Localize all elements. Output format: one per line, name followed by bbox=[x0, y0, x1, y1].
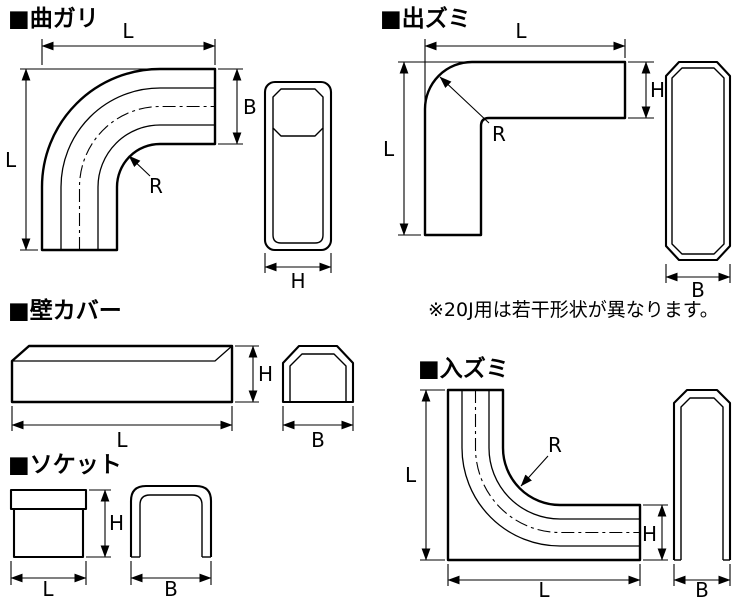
kabe-front-view bbox=[10, 344, 234, 404]
magari-section-view: H bbox=[263, 80, 333, 293]
socket-dim-label-width: B bbox=[164, 577, 178, 598]
magari-section-outer bbox=[263, 80, 333, 252]
socket-section-inner bbox=[139, 494, 203, 557]
kabe-dim-label-width: B bbox=[311, 428, 325, 452]
kabe-dim-length: L bbox=[11, 406, 233, 452]
kabe-dim-label-height: H bbox=[258, 362, 273, 386]
socket-section-view: B bbox=[129, 484, 213, 598]
magari-dim-length-left: L bbox=[5, 68, 152, 251]
dezumi-side-inner bbox=[671, 67, 725, 255]
magari-section-opening bbox=[272, 88, 324, 137]
dezumi-dim-label-radius: R bbox=[492, 122, 506, 146]
irizumi-front-view: R bbox=[446, 388, 642, 562]
section-title-socket: ■ソケット bbox=[8, 452, 122, 478]
magari-dim-label-width: B bbox=[243, 95, 257, 119]
section-magari: ■曲ガリ R L L B bbox=[5, 6, 333, 293]
section-title-irizumi: ■入ズミ bbox=[418, 355, 509, 382]
magari-radius-leader-line bbox=[128, 155, 151, 177]
irizumi-outline bbox=[446, 388, 642, 562]
irizumi-dim-label-width: B bbox=[695, 578, 709, 598]
shape-difference-note: ※20J用は若干形状が異なります。 bbox=[428, 299, 719, 321]
section-title-kabe-cover: ■壁カバー bbox=[8, 297, 122, 324]
irizumi-side-view: B bbox=[672, 388, 732, 598]
irizumi-dim-label-radius: R bbox=[548, 433, 562, 457]
irizumi-dim-length-left: L bbox=[405, 389, 445, 561]
irizumi-dim-label-length-left: L bbox=[405, 463, 417, 487]
kabe-outline bbox=[10, 344, 234, 404]
magari-groove-line-inner bbox=[97, 124, 215, 250]
dezumi-dim-label-length-top: L bbox=[515, 19, 527, 43]
irizumi-dim-length-bottom: L bbox=[447, 564, 641, 598]
kabe-dim-label-length: L bbox=[116, 428, 128, 452]
irizumi-radius-leader-line bbox=[520, 455, 549, 487]
socket-dim-length: L bbox=[10, 561, 87, 598]
magari-outline bbox=[40, 67, 217, 252]
magari-section-inner-walls bbox=[272, 128, 324, 244]
section-title-dezumi: ■出ズミ bbox=[380, 5, 471, 32]
kabe-dim-height: H bbox=[235, 345, 273, 403]
kabe-top-edge-line bbox=[12, 345, 233, 362]
magari-dim-label-radius: R bbox=[149, 174, 163, 198]
dezumi-radius-leader-line bbox=[439, 76, 490, 124]
irizumi-side-outer bbox=[672, 388, 732, 560]
irizumi-side-inner bbox=[680, 397, 724, 560]
socket-body bbox=[12, 507, 85, 559]
magari-dim-label-length-left: L bbox=[5, 148, 17, 172]
irizumi-groove-line-inner bbox=[488, 390, 640, 520]
section-irizumi: ■入ズミ R L L H bbox=[405, 355, 732, 598]
socket-collar bbox=[9, 488, 88, 511]
dezumi-dim-height: H bbox=[628, 61, 665, 119]
socket-dim-label-height: H bbox=[109, 511, 124, 535]
kabe-section-outer bbox=[281, 344, 355, 404]
dezumi-dim-label-length-left: L bbox=[383, 137, 395, 161]
magari-front-view: R bbox=[40, 67, 217, 252]
socket-front-view bbox=[9, 488, 88, 559]
magari-dim-length-top: L bbox=[41, 19, 216, 65]
section-kabe-cover: ■壁カバー H L B bbox=[8, 297, 355, 452]
dezumi-dim-length-top: L bbox=[424, 19, 626, 103]
dezumi-side-view: B bbox=[664, 60, 732, 302]
irizumi-centerline bbox=[474, 390, 640, 534]
socket-dim-height: H bbox=[86, 489, 124, 558]
section-socket: ■ソケット H L B bbox=[8, 452, 213, 598]
dezumi-dim-length-left: L bbox=[383, 61, 468, 236]
socket-dim-label-length: L bbox=[42, 577, 54, 598]
irizumi-groove-line-outer bbox=[461, 390, 640, 547]
section-title-magari: ■曲ガリ bbox=[8, 6, 99, 32]
irizumi-dim-label-length-bottom: L bbox=[538, 578, 550, 598]
magari-centerline bbox=[78, 105, 215, 250]
dezumi-dim-label-width: B bbox=[691, 278, 705, 302]
magari-groove-line-outer bbox=[60, 87, 215, 250]
magari-dim-width: B bbox=[218, 68, 257, 145]
dezumi-outline bbox=[423, 60, 627, 237]
magari-dim-label-height: H bbox=[290, 269, 305, 293]
dezumi-dim-label-height: H bbox=[650, 78, 665, 102]
dezumi-side-outer bbox=[664, 60, 732, 262]
kabe-section-view: B bbox=[281, 344, 355, 452]
magari-dim-label-length-top: L bbox=[122, 19, 134, 43]
irizumi-dim-label-height: H bbox=[642, 522, 657, 546]
irizumi-dim-height: H bbox=[642, 504, 668, 561]
socket-section-outer bbox=[129, 484, 213, 557]
kabe-section-inner bbox=[289, 353, 347, 402]
section-dezumi: ■出ズミ R L L H bbox=[380, 5, 732, 321]
dezumi-front-view: R bbox=[423, 60, 627, 237]
